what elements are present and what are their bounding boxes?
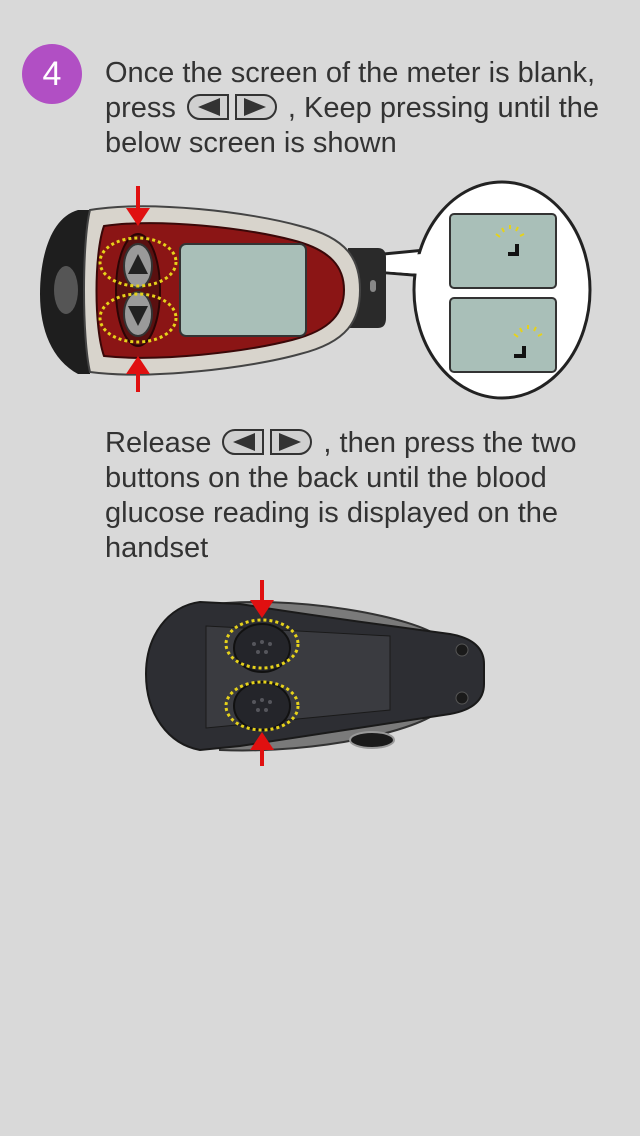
instruction-2-part-1: Release [105,427,212,459]
left-right-buttons-icon [178,93,286,121]
meter-front-illustration [30,178,620,418]
instruction-text-2: Release , then press the two buttons on … [105,426,630,566]
instruction-2-part-2: , then press the two buttons on the back… [105,427,577,564]
instruction-text-1: Once the screen of the meter is blank, p… [105,56,630,161]
meter-back-illustration [140,578,500,768]
instruction-1-part-1: Once the screen of the meter is blank, p… [105,57,596,124]
instruction-1-part-2: , Keep pressing until the below screen i… [105,92,600,159]
step-number-badge: 4 [22,44,82,104]
left-right-buttons-icon [213,428,321,456]
